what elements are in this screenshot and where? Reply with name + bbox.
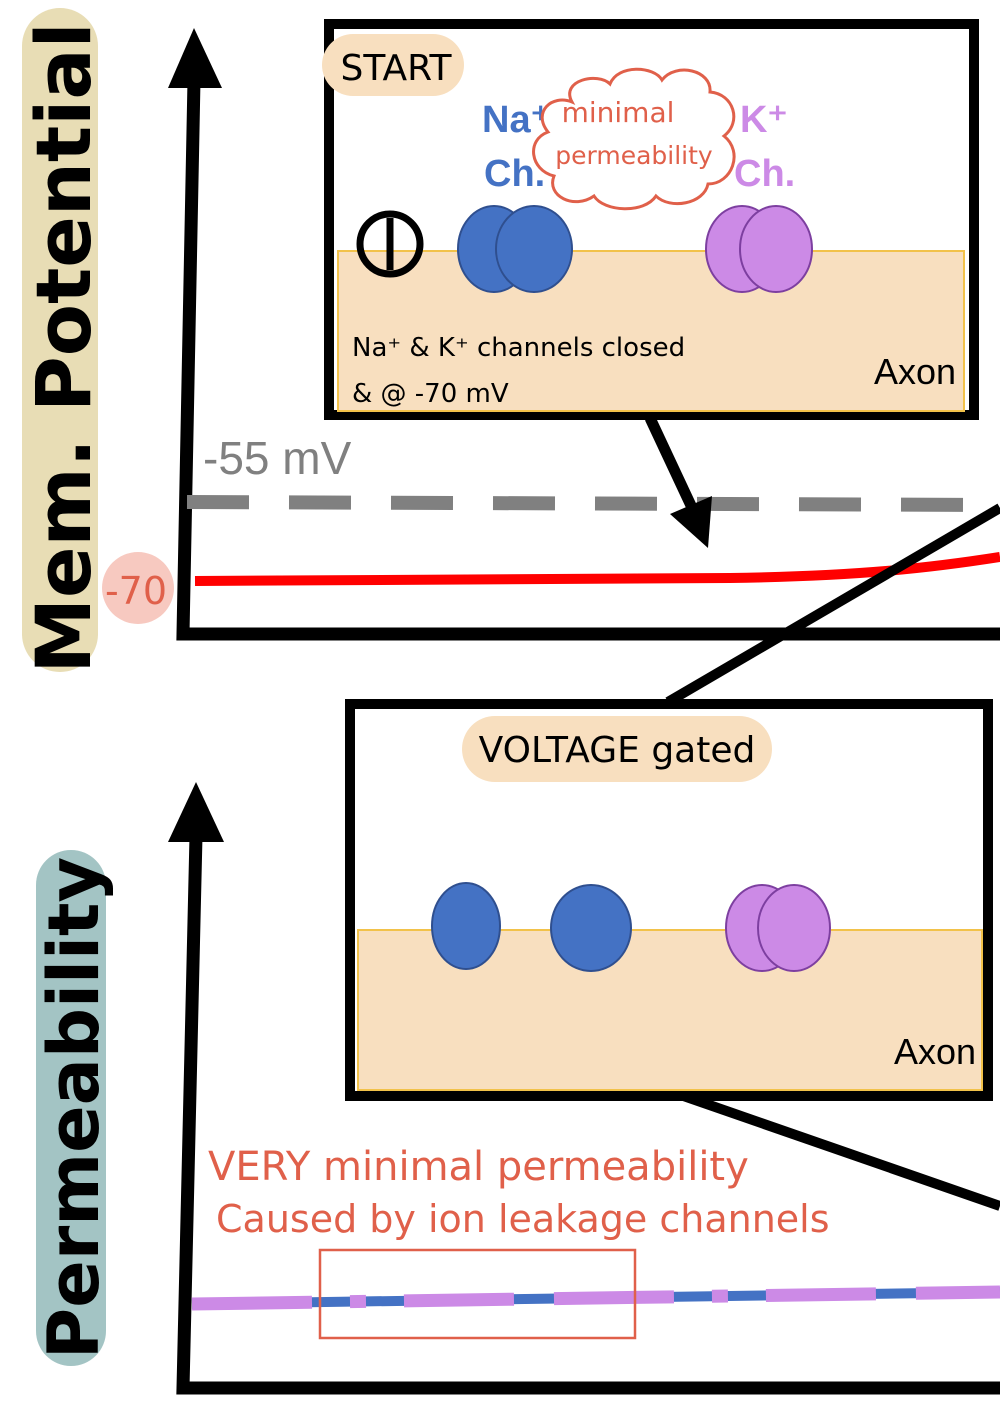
threshold-label: -55 mV [203, 432, 352, 484]
channel-note-line1: Na⁺ & K⁺ channels closed [352, 333, 685, 363]
bottom-y-axis [168, 782, 1000, 1395]
channel-note-line2: & @ -70 mV [352, 379, 509, 409]
connector-line-upper [665, 503, 1000, 707]
start-axon-label: Axon [874, 351, 956, 392]
start-panel: START Na⁺ Ch. K⁺ Ch. minimal permeabilit… [322, 19, 979, 420]
leakage-permeability-lines [191, 1285, 1000, 1311]
cloud-text-line1: minimal [562, 96, 675, 129]
top-y-axis [168, 28, 1000, 641]
na-channel-closed-icon [457, 205, 573, 293]
voltage-gated-badge-label: VOLTAGE gated [479, 730, 756, 771]
bottom-y-axis-badge: Permeability [33, 850, 115, 1366]
minimal-permeability-cloud: minimal permeability [532, 67, 736, 211]
start-badge-label: START [340, 48, 452, 89]
bottom-y-axis-label: Permeability [33, 857, 115, 1359]
closed-state-icon [356, 210, 424, 278]
voltage-axon-label: Axon [894, 1031, 976, 1072]
na-channel-label-line1: Na⁺ [482, 99, 551, 141]
leakage-highlight-box [318, 1248, 637, 1340]
voltage-gated-panel: VOLTAGE gated Axon [345, 699, 993, 1101]
start-badge: START [322, 34, 464, 96]
membrane-potential-line [194, 552, 1000, 586]
resting-value-label: -70 [105, 569, 167, 613]
start-pointer-arrow [645, 415, 712, 548]
top-y-axis-label: Mem. Potential [19, 22, 108, 673]
leakage-annotation-line2: Caused by ion leakage channels [216, 1197, 830, 1241]
k-channel-label-line2: Ch. [734, 153, 795, 195]
cloud-text-line2: permeability [555, 141, 713, 170]
k-channel-label-line1: K⁺ [740, 99, 788, 141]
leakage-annotation-line1: VERY minimal permeability [208, 1144, 749, 1190]
connector-line-lower [670, 1087, 1000, 1211]
na-channel-open-icon [431, 882, 632, 972]
voltage-gated-badge: VOLTAGE gated [462, 716, 772, 782]
k-channel-icon [725, 884, 831, 972]
axon-region [337, 250, 965, 412]
k-channel-closed-icon [705, 205, 813, 293]
resting-value-badge: -70 [102, 552, 174, 624]
threshold-line [186, 495, 1000, 512]
top-y-axis-badge: Mem. Potential [19, 8, 108, 674]
